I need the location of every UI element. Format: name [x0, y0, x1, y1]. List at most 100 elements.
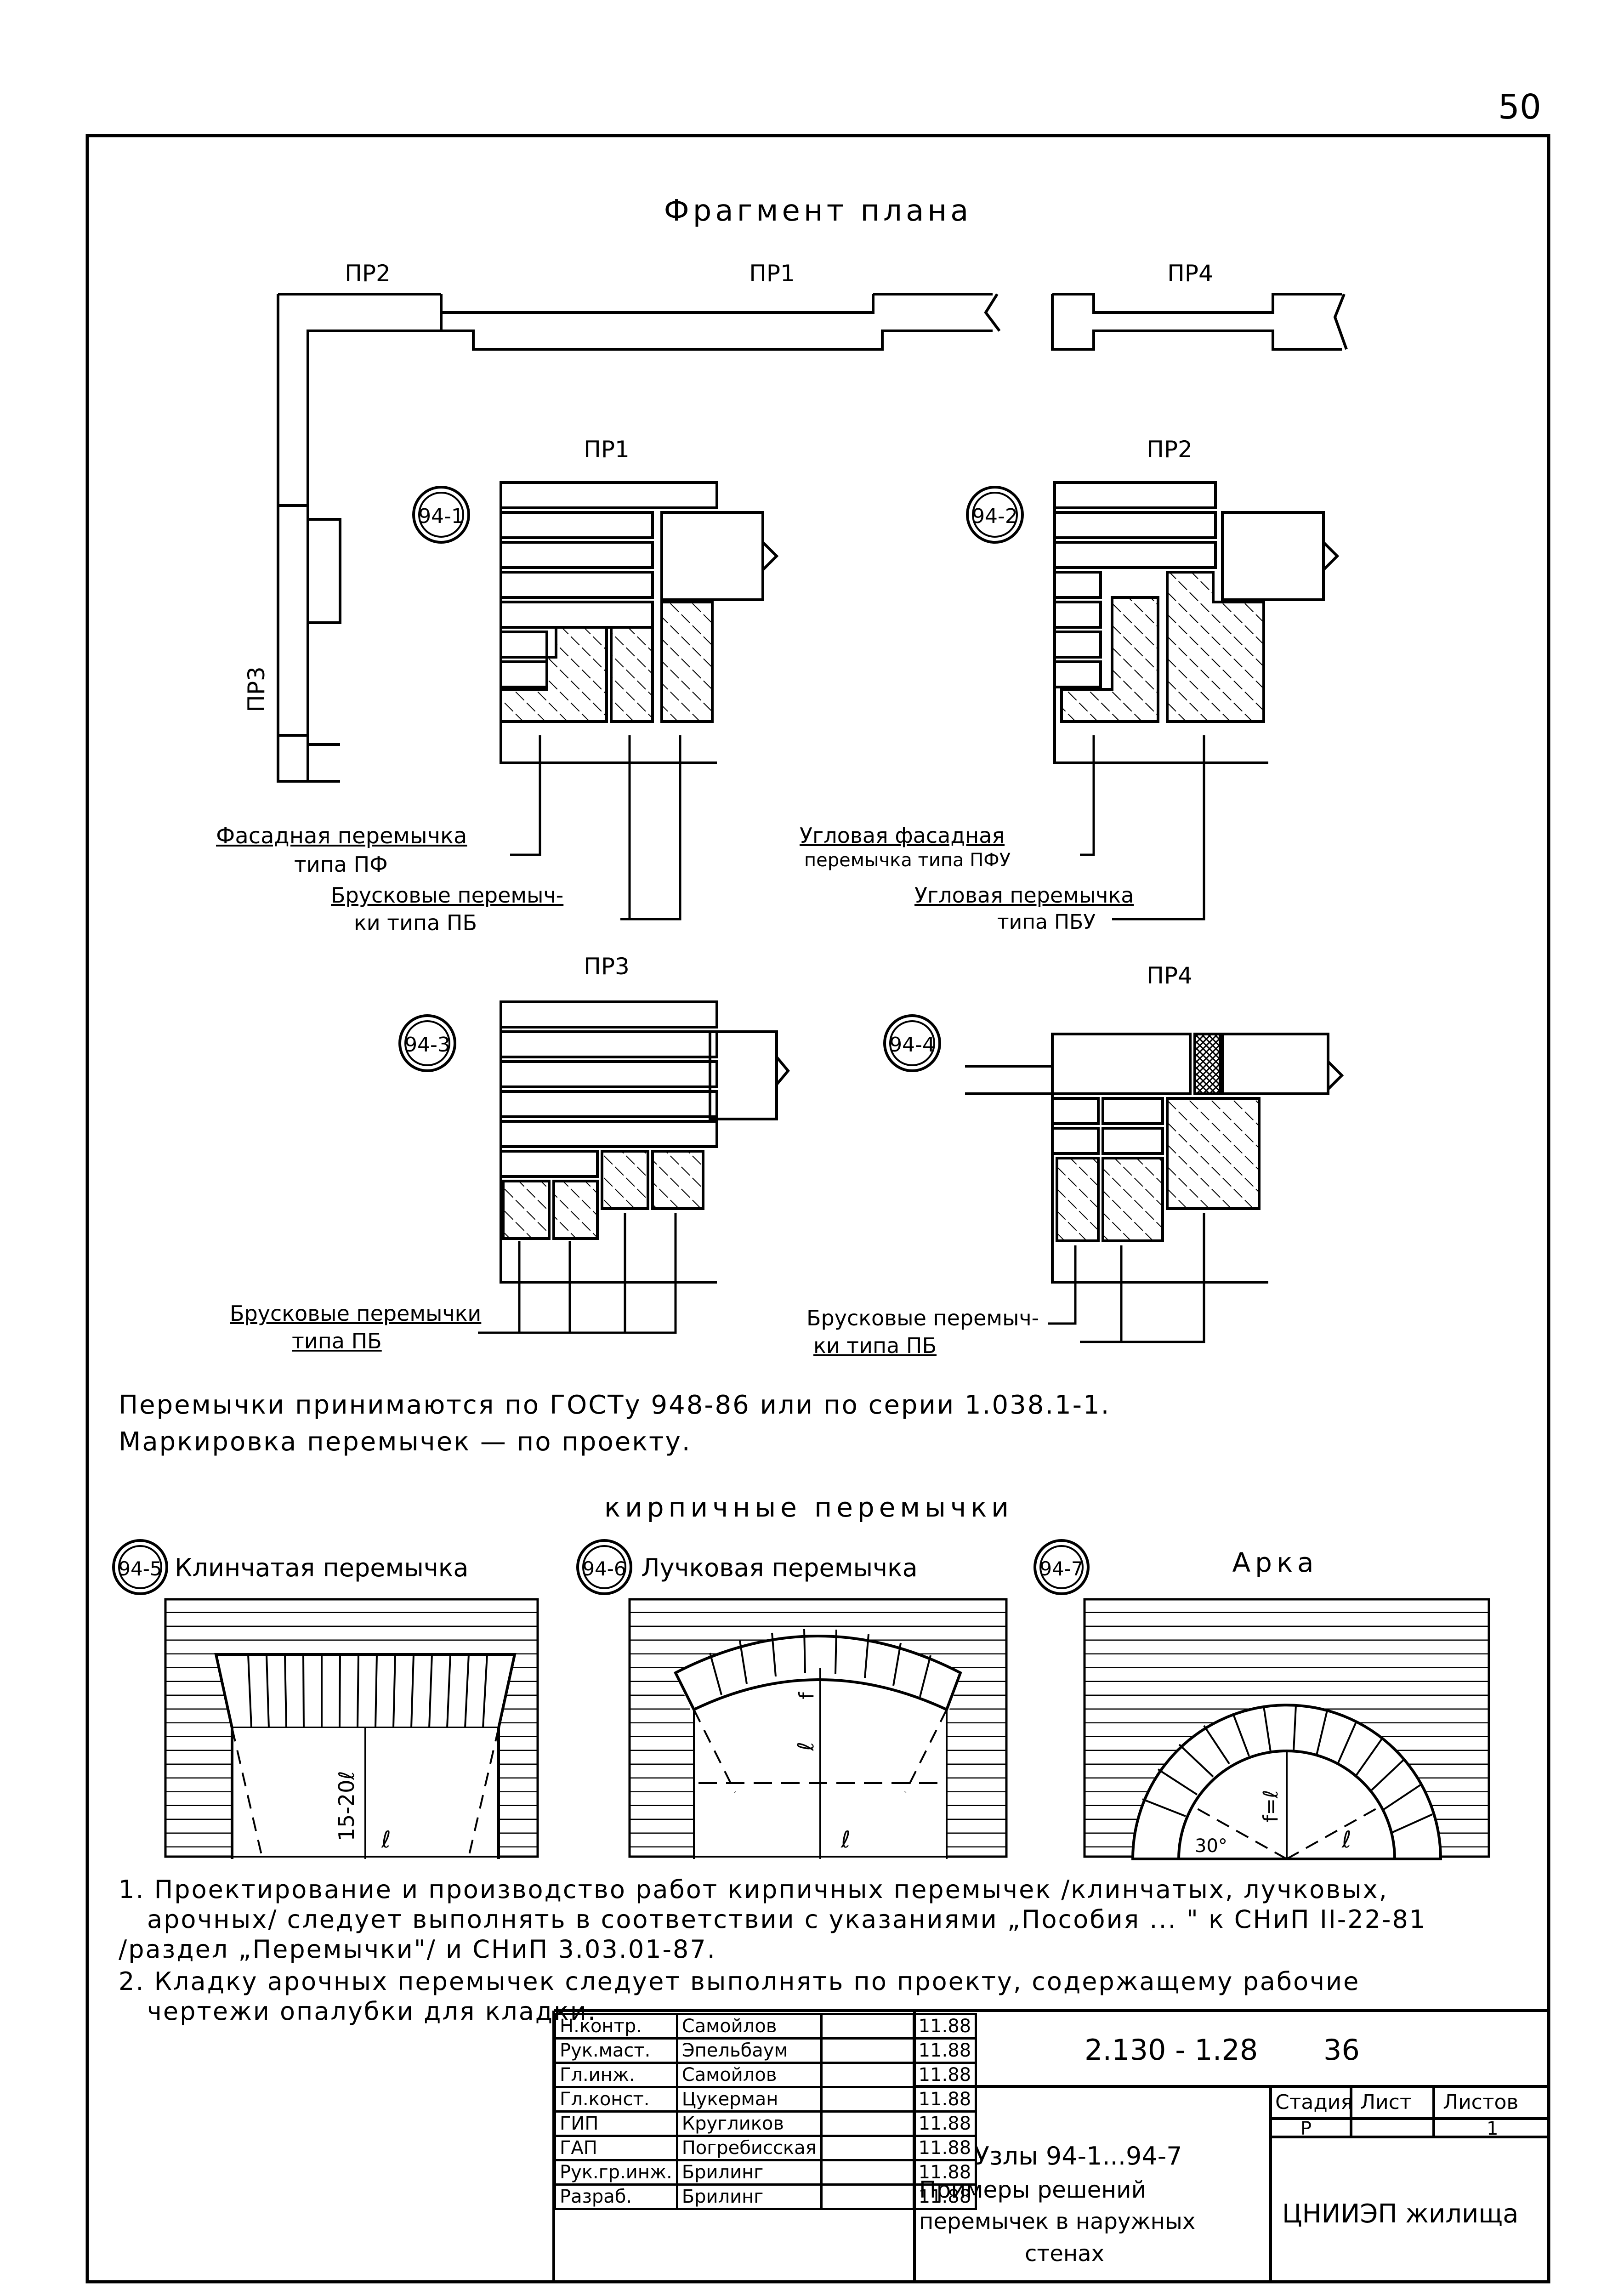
signature-date: 11.88 [912, 2183, 977, 2210]
detail-94-6: 94-6 Лучковая перемычка f ℓ ℓ [576, 1539, 1008, 1859]
detail-mark-94-5: 94-5 [118, 1557, 162, 1580]
callout-corner-2: типа ПБУ [997, 910, 1096, 934]
doc-title-4: стенах [1025, 2241, 1105, 2267]
doc-code: 2.130 - 1.28 [1085, 2033, 1258, 2067]
detail-mark-94-2: 94-2 [972, 505, 1018, 528]
signature-role: Н.контр. [554, 2013, 678, 2040]
signature-date: 11.88 [912, 2013, 977, 2040]
plan-fragment [277, 293, 1348, 783]
signature-role: Гл.инж. [554, 2062, 678, 2088]
sheets-value: 1 [1487, 2118, 1499, 2139]
callout-bar4-2: ки типа ПБ [813, 1333, 937, 1358]
plan-label-pr2: ПР2 [345, 260, 391, 287]
signature-mark [820, 2013, 915, 2040]
signature-mark [820, 2183, 915, 2210]
signature-date: 11.88 [912, 2086, 977, 2113]
callout-bar3-2: типа ПБ [292, 1329, 382, 1353]
signature-row: Разраб.Брилинг 11.88 [554, 2183, 977, 2210]
gost-note-2: Маркировка перемычек — по проекту. [119, 1427, 692, 1457]
col-sheet-label: Лист [1360, 2091, 1412, 2114]
detail-mark-94-4: 94-4 [889, 1033, 935, 1057]
detail-94-3: 94-3 ПР3 [398, 953, 790, 1334]
detail-label-pr1: ПР1 [584, 436, 630, 463]
note-2-line-1: 2. Кладку арочных перемычек следует выпо… [119, 1967, 1360, 1996]
detail-94-7: 94-7 Арка f=ℓ 30° ℓ [1033, 1539, 1490, 1860]
plan-label-pr3: ПР3 [243, 666, 270, 712]
detail-label-94-6: Лучковая перемычка [641, 1553, 918, 1582]
signature-name: Самойлов [676, 2013, 823, 2040]
signature-mark [820, 2062, 915, 2088]
page-number: 50 [1498, 87, 1541, 127]
plan-title: Фрагмент плана [664, 194, 972, 228]
detail-mark-94-7: 94-7 [1039, 1557, 1083, 1580]
signature-name: Брилинг [676, 2183, 823, 2210]
sheet-frame [85, 134, 1550, 2284]
detail-label-pr4: ПР4 [1147, 962, 1192, 989]
signature-role: Рук.маст. [554, 2037, 678, 2064]
detail-94-4: 94-4 ПР4 [883, 962, 1344, 1343]
signature-role: ГИП [554, 2110, 678, 2137]
plan-label-pr1: ПР1 [749, 260, 795, 287]
signature-name: Брилинг [676, 2159, 823, 2186]
signature-row: Гл.конст.Цукерман 11.88 [554, 2086, 977, 2113]
gost-note-1: Перемычки принимаются по ГОСТу 948-86 ил… [119, 1390, 1111, 1420]
note-1-line-1: 1. Проектирование и производство работ к… [119, 1875, 1388, 1904]
doc-title-3: перемычек в наружных [919, 2209, 1196, 2234]
note-2-line-2: чертежи опалубки для кладки. [147, 1997, 597, 2026]
detail-94-1: 94-1 ПР1 [412, 436, 779, 921]
signature-role: Разраб. [554, 2183, 678, 2210]
callout-corner-facade-1: Угловая фасадная [800, 823, 1005, 848]
doc-title-1: Узлы 94-1...94-7 [974, 2142, 1182, 2171]
callout-bar-1: Брусковые перемыч- [331, 883, 564, 908]
signature-role: Рук.гр.инж. [554, 2159, 678, 2186]
signature-mark [820, 2110, 915, 2137]
detail-label-pr2: ПР2 [1147, 436, 1192, 463]
signature-name: Кругликов [676, 2110, 823, 2137]
callout-facade-2: типа ПФ [294, 852, 388, 877]
dim-f-94-7: f=ℓ [1259, 1790, 1283, 1823]
callout-corner-facade-2: перемычка типа ПФУ [804, 850, 1011, 871]
note-1-line-2: арочных/ следует выполнять в соответстви… [147, 1905, 1427, 1934]
callout-facade-1: Фасадная перемычка [216, 823, 467, 849]
detail-mark-94-6: 94-6 [582, 1557, 626, 1580]
dim-15-20l: 15-20ℓ [334, 1771, 359, 1841]
signature-mark [820, 2159, 915, 2186]
col-sheets-label: Листов [1443, 2091, 1519, 2114]
brick-section-title: кирпичные перемычки [604, 1492, 1013, 1523]
callout-bar4-1: Брусковые перемыч- [806, 1306, 1039, 1330]
signature-role: ГАП [554, 2135, 678, 2161]
signature-date: 11.88 [912, 2037, 977, 2064]
callout-corner-1: Угловая перемычка [914, 883, 1134, 908]
detail-label-94-7: Арка [1232, 1547, 1318, 1578]
col-stage-label: Стадия [1275, 2091, 1353, 2114]
org-name: ЦНИИЭП жилища [1282, 2199, 1519, 2229]
plan-label-pr4: ПР4 [1167, 260, 1213, 287]
detail-mark-94-1: 94-1 [418, 505, 464, 528]
note-1-line-3: /раздел „Перемычки"/ и СНиП 3.03.01-87. [119, 1935, 716, 1964]
signature-row: Рук.маст.Эпельбаум 11.88 [554, 2037, 977, 2064]
signature-name: Цукерман [676, 2086, 823, 2113]
signature-date: 11.88 [912, 2062, 977, 2088]
detail-label-pr3: ПР3 [584, 953, 630, 980]
signature-row: Н.контр.Самойлов 11.88 [554, 2013, 977, 2040]
signature-name: Погребисская [676, 2135, 823, 2161]
signature-date: 11.88 [912, 2159, 977, 2186]
dim-l-94-7: ℓ [1341, 1826, 1351, 1853]
signature-mark [820, 2086, 915, 2113]
stage-value: Р [1300, 2118, 1312, 2139]
dim-l-94-6: ℓ [840, 1826, 851, 1853]
callout-bar-2: ки типа ПБ [354, 910, 477, 935]
signature-name: Эпельбаум [676, 2037, 823, 2064]
detail-94-5: 94-5 Клинчатая перемычка 15-20ℓ ℓ [112, 1539, 539, 1859]
doc-sheet-number: 36 [1323, 2033, 1360, 2067]
signature-row: Рук.гр.инж.Брилинг 11.88 [554, 2159, 977, 2186]
signature-mark [820, 2135, 915, 2161]
signature-role: Гл.конст. [554, 2086, 678, 2113]
dim-angle-94-7: 30° [1195, 1835, 1227, 1857]
callout-bar3-1: Брусковые перемычки [230, 1301, 482, 1326]
